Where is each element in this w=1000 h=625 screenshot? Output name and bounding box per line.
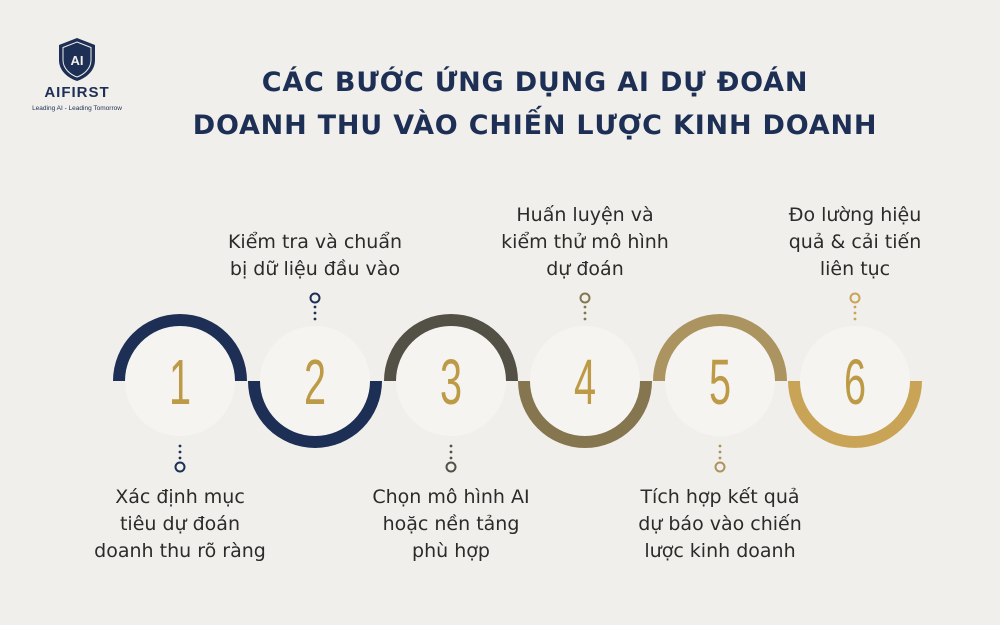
step-5-marker: [714, 461, 726, 473]
step-1-label-line: Xác định mục: [115, 486, 245, 508]
step-1-label-line: tiêu dự đoán: [119, 513, 240, 535]
step-2-label-line: Kiểm tra và chuẩn: [227, 231, 403, 253]
step-6-marker: [849, 292, 861, 304]
step-5-number: 5: [709, 348, 731, 419]
step-1-number: 1: [169, 348, 191, 419]
step-2-connector-dot: [313, 317, 317, 321]
step-3-label-line: Chọn mô hình AI: [372, 486, 530, 508]
logo-mark-text: AI: [71, 53, 84, 68]
step-4-label-line: Huấn luyện và: [516, 204, 654, 226]
step-1-arc: [113, 314, 247, 381]
step-4-marker: [579, 292, 591, 304]
step-5-label: Tích hợp kết quả dự báo vào chiến lược kin…: [610, 484, 830, 565]
step-2-connector-dot: [313, 305, 317, 309]
step-3-marker: [445, 461, 457, 473]
step-3-connector-dot: [449, 444, 453, 448]
step-6-number: 6: [844, 348, 866, 419]
step-5-circle: [665, 326, 775, 436]
step-6-label: Đo lường hiệu quả & cải tiến liên tục: [745, 202, 965, 283]
step-1-circle: [125, 326, 235, 436]
step-4-connector-dot: [583, 317, 587, 321]
step-2-circle: [260, 326, 370, 436]
step-3-label-line: hoặc nền tảng: [382, 513, 520, 535]
step-3-connector-dot: [449, 456, 453, 460]
step-5-label-line: dự báo vào chiến: [638, 513, 802, 535]
step-3-number: 3: [440, 348, 462, 419]
step-4-label-line: kiểm thử mô hình: [501, 231, 669, 253]
step-5-label-line: Tích hợp kết quả: [640, 486, 800, 508]
step-5-arc: [653, 314, 787, 381]
step-5-connector-dot: [718, 444, 722, 448]
step-3-label: Chọn mô hình AI hoặc nền tảng phù hợp: [341, 484, 561, 565]
step-2-arc: [248, 381, 382, 448]
step-5-connector-dot: [718, 450, 722, 454]
step-4-arc: [518, 381, 652, 448]
step-3-label-line: phù hợp: [412, 540, 490, 562]
step-1-connector-dot: [178, 456, 182, 460]
step-5-connector-dot: [718, 456, 722, 460]
step-5-label-line: lược kinh doanh: [644, 540, 796, 562]
step-3-circle: [396, 326, 506, 436]
brand-logo: AI AIFIRST Leading AI - Leading Tomorrow: [18, 36, 136, 112]
step-1-marker: [174, 461, 186, 473]
step-6-connector-dot: [853, 317, 857, 321]
step-3-connector-dot: [449, 450, 453, 454]
step-6-label-line: Đo lường hiệu: [788, 204, 922, 226]
step-4-label-line: dự đoán: [546, 258, 624, 280]
step-4-number: 4: [574, 348, 596, 419]
step-1-label: Xác định mục tiêu dự đoán doanh thu rõ ràn…: [70, 484, 290, 565]
step-6-label-line: quả & cải tiến: [788, 231, 922, 253]
step-1-connector-dot: [178, 450, 182, 454]
step-2-label: Kiểm tra và chuẩn bị dữ liệu đầu vào: [205, 229, 425, 283]
step-4-connector-dot: [583, 305, 587, 309]
step-4-connector-dot: [583, 311, 587, 315]
brand-tagline: Leading AI - Leading Tomorrow: [32, 105, 122, 112]
step-2-label-line: bị dữ liệu đầu vào: [229, 258, 401, 280]
step-2-marker: [309, 292, 321, 304]
step-3-arc: [384, 314, 518, 381]
step-4-circle: [530, 326, 640, 436]
page-title-line-1: CÁC BƯỚC ỨNG DỤNG AI DỰ ĐOÁN: [261, 67, 809, 98]
step-6-connector-dot: [853, 311, 857, 315]
step-1-connector-dot: [178, 444, 182, 448]
shield-logo-icon: AI: [59, 38, 95, 81]
step-6-circle: [800, 326, 910, 436]
step-2-connector-dot: [313, 311, 317, 315]
page-title-line-2: DOANH THU VÀO CHIẾN LƯỢC KINH DOANH: [192, 110, 878, 141]
step-4-label: Huấn luyện và kiểm thử mô hình dự đoán: [475, 202, 695, 283]
step-1-label-line: doanh thu rõ ràng: [94, 540, 266, 562]
step-2-number: 2: [304, 348, 326, 419]
brand-name: AIFIRST: [44, 84, 110, 101]
step-6-arc: [788, 381, 922, 448]
step-6-label-line: liên tục: [819, 258, 891, 280]
step-6-connector-dot: [853, 305, 857, 309]
